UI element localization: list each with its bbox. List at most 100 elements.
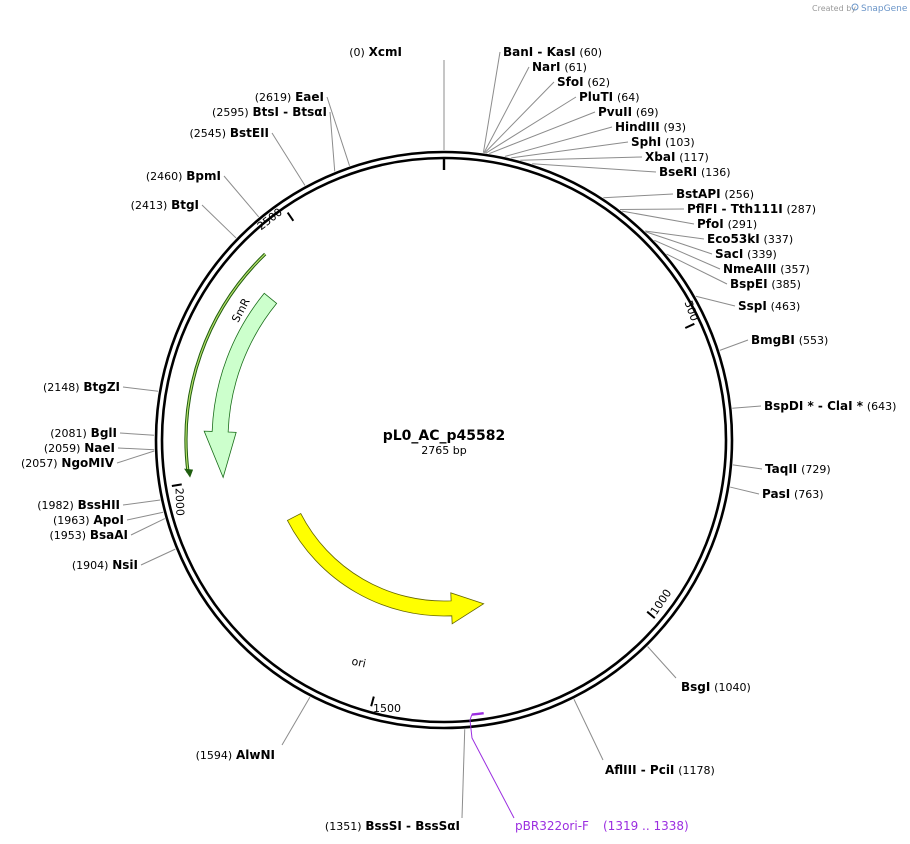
site-position: (62)	[587, 76, 610, 89]
feature-smr-arrow	[203, 292, 278, 479]
site-enzyme-name: SacI	[715, 247, 743, 261]
restriction-site: PvuII (69)	[489, 105, 659, 155]
site-leader-line	[695, 295, 736, 307]
restriction-site: BstAPI (256)	[603, 187, 754, 201]
restriction-site-label: (2081) BglI	[50, 426, 117, 440]
restriction-site: (1953) BsaAI	[49, 518, 166, 542]
site-enzyme-name: BsgI	[681, 680, 710, 694]
site-position: (643)	[867, 400, 897, 413]
site-position: (2057)	[21, 457, 58, 470]
restriction-site-label: BmgBI (553)	[751, 333, 828, 347]
site-position: (2081)	[50, 427, 87, 440]
restriction-site-label: (2057) NgoMIV	[21, 456, 115, 470]
site-position: (1351)	[325, 820, 362, 833]
site-position: (2460)	[146, 170, 183, 183]
restriction-site-label: BanI - KasI (60)	[503, 45, 602, 59]
site-position: (103)	[665, 136, 695, 149]
site-enzyme-name: BstAPI	[676, 187, 721, 201]
restriction-site: BanI - KasI (60)	[482, 45, 602, 153]
site-leader-line	[732, 464, 763, 470]
site-position: (339)	[747, 248, 777, 261]
restriction-site-label: AflIII - PciI (1178)	[605, 763, 715, 777]
primer-range: (1319 .. 1338)	[603, 819, 689, 833]
restriction-site: (1351) BssSI - BssSαI	[325, 729, 466, 833]
site-position: (69)	[636, 106, 659, 119]
snapgene-logo-icon	[851, 3, 859, 11]
site-position: (60)	[579, 46, 602, 59]
site-position: (357)	[780, 263, 810, 276]
site-leader-line	[130, 518, 166, 536]
site-enzyme-name: AlwNI	[236, 748, 275, 762]
site-position: (2059)	[44, 442, 81, 455]
site-leader-line	[126, 511, 164, 521]
site-leader-line	[281, 696, 311, 746]
restriction-site-label: (2619) EaeI	[255, 90, 324, 104]
site-enzyme-name: TaqII	[765, 462, 797, 476]
site-leader-line	[326, 96, 351, 166]
site-leader-line	[620, 208, 685, 211]
site-enzyme-name: SphI	[631, 135, 661, 149]
site-leader-line	[654, 239, 721, 270]
site-enzyme-name: BseRI	[659, 165, 697, 179]
site-leader-line	[647, 646, 677, 679]
restriction-site-label: (1351) BssSI - BssSαI	[325, 819, 460, 833]
restriction-site-label: (1594) AlwNI	[196, 748, 275, 762]
feature-ori-label: ori	[350, 655, 367, 671]
restriction-site: BsgI (1040)	[647, 646, 751, 694]
site-leader-line	[603, 193, 674, 199]
site-enzyme-name: SfoI	[557, 75, 584, 89]
tick-label: 2000	[173, 488, 187, 516]
restriction-site: (1982) BssHII	[37, 498, 161, 512]
restriction-site-label: PluTI (64)	[579, 90, 640, 104]
restriction-site: Eco53kI (337)	[644, 230, 794, 246]
site-leader-line	[116, 450, 155, 464]
site-leader-line	[329, 111, 336, 172]
restriction-site-label: (1953) BsaAI	[49, 528, 128, 542]
site-position: (0)	[349, 46, 365, 59]
site-enzyme-name: PfoI	[697, 217, 724, 231]
site-position: (337)	[764, 233, 794, 246]
restriction-site: PluTI (64)	[485, 90, 640, 154]
tick-label: 1000	[648, 587, 674, 617]
site-position: (2413)	[131, 199, 168, 212]
restriction-site: (2081) BglI	[50, 426, 155, 440]
site-leader-line	[520, 156, 643, 161]
restriction-site-label: (2413) BtgI	[131, 198, 199, 212]
site-enzyme-name: NsiI	[112, 558, 138, 572]
restriction-site-label: NarI (61)	[532, 60, 587, 74]
site-enzyme-name: AflIII - PciI	[605, 763, 674, 777]
restriction-site: (1904) NsiI	[72, 548, 176, 572]
restriction-site-label: SspI (463)	[738, 299, 800, 313]
site-leader-line	[489, 111, 596, 155]
site-leader-line	[223, 175, 260, 218]
plasmid-size: 2765 bp	[421, 444, 466, 457]
site-enzyme-name: ApoI	[93, 513, 124, 527]
restriction-site: (2148) BtgZI	[43, 380, 159, 394]
restriction-site: (1594) AlwNI	[196, 696, 311, 762]
site-enzyme-name: PluTI	[579, 90, 613, 104]
site-leader-line	[482, 51, 501, 153]
restriction-site-label: (2595) BtsI - BtsαI	[212, 105, 327, 119]
restriction-site: (2619) EaeI	[255, 90, 351, 166]
site-leader-line	[119, 432, 155, 436]
restriction-site-label: (1904) NsiI	[72, 558, 138, 572]
site-enzyme-name: BssHII	[78, 498, 120, 512]
restriction-site-label: (2460) BpmI	[146, 169, 221, 183]
site-position: (763)	[794, 488, 824, 501]
restriction-site: (2545) BstEII	[189, 126, 306, 186]
restriction-site-label: SphI (103)	[631, 135, 695, 149]
site-enzyme-name: BglI	[91, 426, 117, 440]
restriction-site-label: NmeAIII (357)	[723, 262, 810, 276]
site-enzyme-name: HindIII	[615, 120, 660, 134]
site-position: (61)	[564, 61, 587, 74]
site-leader-line	[666, 253, 728, 285]
restriction-site: BmgBI (553)	[719, 333, 828, 351]
site-enzyme-name: NaeI	[84, 441, 115, 455]
restriction-site-label: (1982) BssHII	[37, 498, 120, 512]
site-enzyme-name: BpmI	[186, 169, 221, 183]
site-position: (553)	[799, 334, 829, 347]
site-position: (291)	[728, 218, 758, 231]
site-position: (2148)	[43, 381, 80, 394]
restriction-site: (2460) BpmI	[146, 169, 260, 218]
